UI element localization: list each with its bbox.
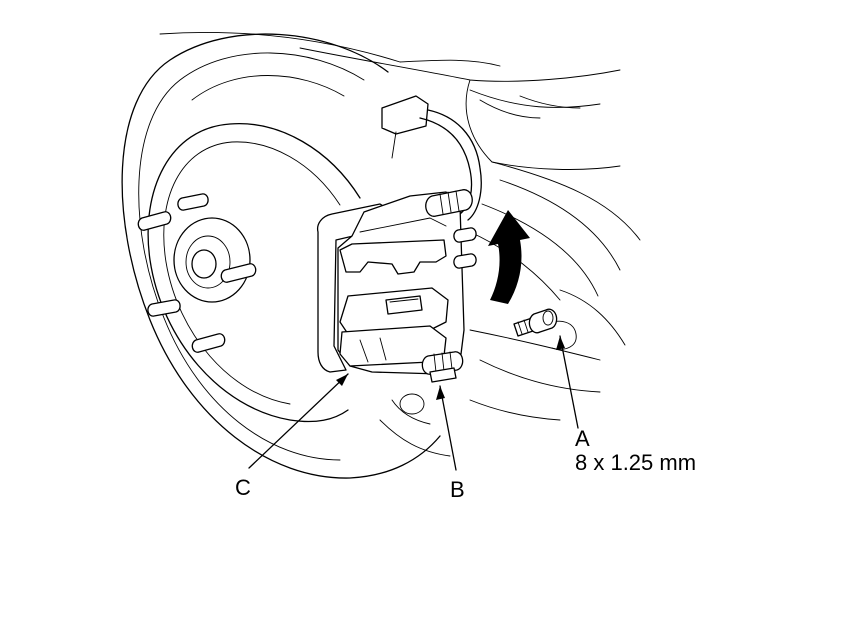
callout-c-letter: C <box>235 475 251 500</box>
lower-guide-bolt <box>421 351 464 383</box>
upper-guide-bolt <box>425 189 477 269</box>
caliper-body <box>337 191 465 375</box>
callout-a-letter: A <box>575 426 590 451</box>
callout-a-spec: 8 x 1.25 mm <box>575 450 696 475</box>
callout-b-letter: B <box>450 477 465 502</box>
brake-disc <box>121 33 441 479</box>
caliper-bolt <box>513 308 558 337</box>
leader-lines <box>248 335 579 471</box>
background-suspension <box>159 32 641 457</box>
wheel-studs <box>137 193 257 353</box>
brake-hose <box>381 95 482 221</box>
pivot-arrow <box>488 210 530 304</box>
